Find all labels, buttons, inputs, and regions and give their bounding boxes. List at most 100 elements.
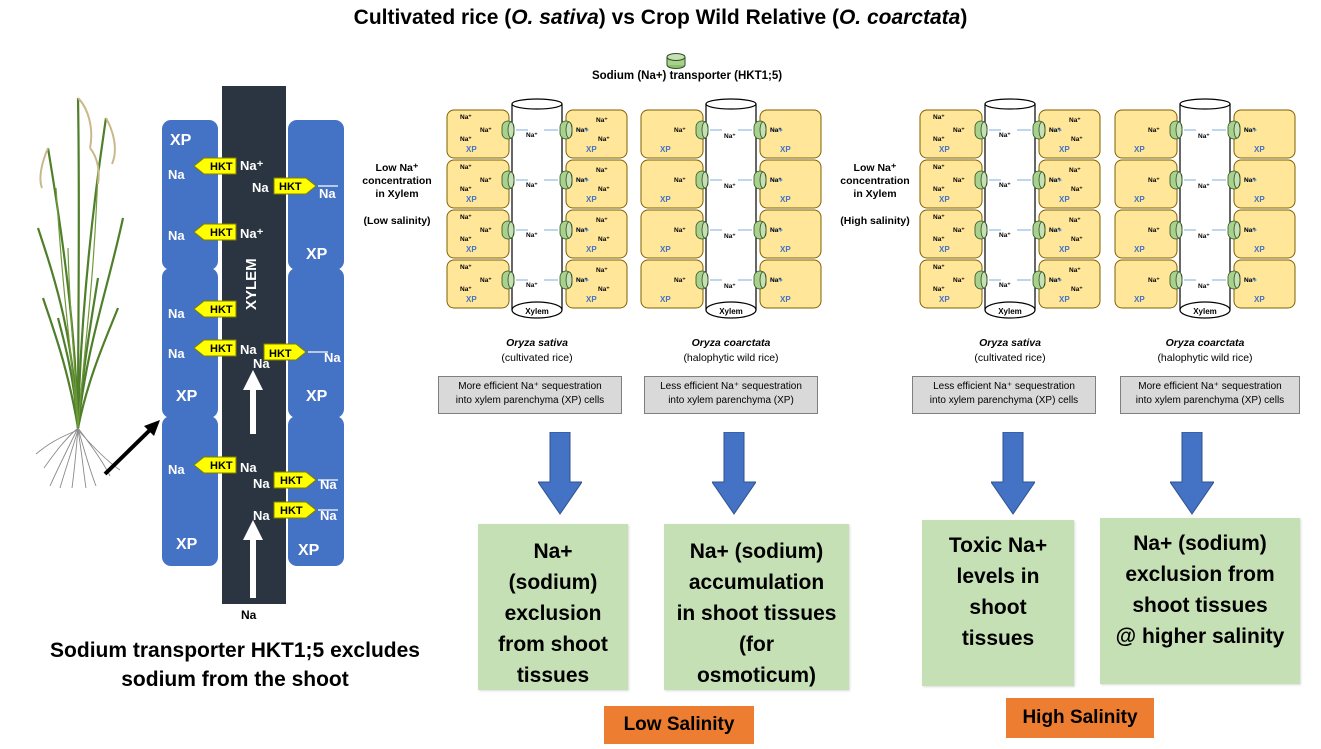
panel-label: Na⁺ — [933, 286, 945, 293]
panel-label: XP — [466, 145, 477, 154]
panel-label: Na⁺ — [576, 277, 588, 284]
high-sativa-name: Oryza sativa(cultivated rice) — [974, 337, 1046, 364]
xp-label-right-1: XP — [306, 246, 328, 263]
xylem-top — [984, 98, 1036, 110]
panel-label: XP — [660, 245, 671, 254]
panel-label: Na⁺ — [460, 186, 472, 193]
na-label: Na — [253, 356, 270, 371]
na-label: Na — [168, 228, 185, 243]
panel-label: XP — [1059, 195, 1070, 204]
panel-label: XP — [1254, 295, 1265, 304]
panel-label: XP — [1059, 245, 1070, 254]
xylem-bottom — [511, 301, 563, 319]
hkt-label: HKT — [210, 343, 233, 355]
panel-label: XP — [1134, 245, 1145, 254]
hkt-transporter-shape — [273, 501, 317, 519]
xp-label-left-3: XP — [176, 536, 198, 553]
xp-label-right-2: XP — [306, 388, 328, 405]
panel-label: Na⁺ — [1198, 233, 1210, 240]
na-label: Na — [320, 508, 337, 523]
panel-label: XP — [1254, 145, 1265, 154]
panel-label: Na⁺ — [1244, 177, 1256, 184]
panel-label: Na⁺ — [526, 282, 538, 289]
xylem-top — [511, 98, 563, 110]
panel-label: XP — [780, 195, 791, 204]
xp-label-left-1: XP — [170, 132, 192, 149]
xp-cell — [446, 259, 510, 309]
hkt-transporter-shape — [193, 300, 237, 318]
panel-label: Na⁺ — [460, 114, 472, 121]
hkt-label: HKT — [280, 475, 303, 487]
panel-label: Na⁺ — [933, 186, 945, 193]
panel-label: Na⁺ — [1198, 283, 1210, 290]
xylem-top — [1179, 98, 1231, 110]
panel-label: Na⁺ — [1148, 127, 1160, 134]
na-entry-label: Na — [241, 608, 257, 622]
xylem-vessel — [512, 104, 562, 310]
panel-label: Na⁺ — [953, 227, 965, 234]
page-title: Cultivated rice (O. sativa) vs Crop Wild… — [353, 6, 968, 29]
xp-cell — [1114, 159, 1178, 209]
xp-cell — [640, 259, 704, 309]
panel-label: XP — [586, 145, 597, 154]
low-coarctata-name: Oryza coarctata(halophytic wild rice) — [683, 337, 779, 364]
na-label: Na⁺ — [240, 226, 264, 241]
panel-label: Na⁺ — [480, 127, 492, 134]
panel-label: XP — [466, 295, 477, 304]
xp-cell — [640, 109, 704, 159]
panel-label: Na⁺ — [1198, 133, 1210, 140]
na-label: Na — [168, 167, 185, 182]
na-label: Na — [240, 460, 257, 475]
panel-label: XP — [780, 245, 791, 254]
panel-label: Na⁺ — [1049, 127, 1061, 134]
panel-label: Na⁺ — [1071, 136, 1083, 143]
panel-label: Na⁺ — [598, 236, 610, 243]
panel-label: Na⁺ — [933, 164, 945, 171]
panel-label: Na⁺ — [576, 177, 588, 184]
xp-cell — [446, 109, 510, 159]
panel-label: Na⁺ — [933, 114, 945, 121]
panel-label: Na⁺ — [999, 282, 1011, 289]
xp-cell — [1114, 209, 1178, 259]
low-sativa-name: Oryza sativa(cultivated rice) — [501, 337, 573, 364]
panel-label: XP — [1134, 295, 1145, 304]
caption-line-1: Sodium transporter HKT1;5 excludes — [50, 639, 420, 662]
panel-label: Na⁺ — [1069, 167, 1081, 174]
left-caption: Sodium transporter HKT1;5 excludes sodiu… — [20, 636, 450, 694]
xylem-text: Xylem — [1193, 307, 1217, 316]
panel-label: Na⁺ — [770, 177, 782, 184]
panel-label: XP — [1254, 245, 1265, 254]
panel-label: XP — [1254, 195, 1265, 204]
panel-label: XP — [660, 145, 671, 154]
panel-label: Na⁺ — [460, 136, 472, 143]
na-label: Na — [168, 306, 185, 321]
panel-label: Na⁺ — [674, 127, 686, 134]
panel-label: XP — [586, 245, 597, 254]
upward-flow-arrows — [243, 370, 263, 598]
caption-line-2: sodium from the shoot — [121, 668, 349, 691]
panel-label: Na⁺ — [933, 214, 945, 221]
panel-label: Na⁺ — [576, 127, 588, 134]
panel-label: Na⁺ — [1198, 183, 1210, 190]
panel-label: Na⁺ — [953, 177, 965, 184]
panel-label: XP — [586, 195, 597, 204]
panel-label: XP — [939, 295, 950, 304]
panel-label: Na⁺ — [724, 283, 736, 290]
panel-label: Na⁺ — [480, 177, 492, 184]
xp-cell — [919, 109, 983, 159]
xp-cell — [640, 209, 704, 259]
panel-label: Na⁺ — [933, 236, 945, 243]
panel-label: Na⁺ — [460, 264, 472, 271]
hkt-label: HKT — [210, 460, 233, 472]
panel-label: Na⁺ — [674, 177, 686, 184]
panel-label: Na⁺ — [1069, 117, 1081, 124]
root-pointer-arrow — [103, 420, 160, 476]
panel-label: Na⁺ — [1244, 227, 1256, 234]
xp-cell — [919, 259, 983, 309]
